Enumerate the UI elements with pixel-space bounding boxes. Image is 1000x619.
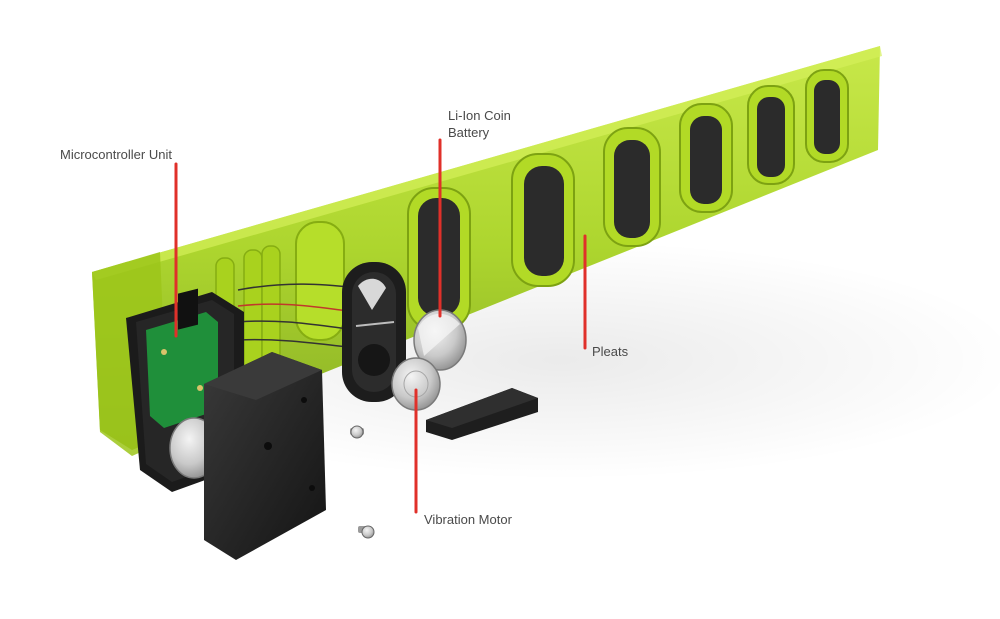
pleat <box>603 127 661 247</box>
label-vibration-motor: Vibration Motor <box>424 512 512 527</box>
front-cover <box>204 352 326 560</box>
label-microcontroller-unit: Microcontroller Unit <box>60 147 172 162</box>
label-li-ion-coin-battery: Li-Ion Coin Battery <box>448 107 511 141</box>
pleat <box>747 85 795 185</box>
pleat <box>511 153 575 287</box>
label-pleats: Pleats <box>592 344 629 359</box>
screw <box>358 525 375 539</box>
pleat <box>805 69 849 163</box>
battery-holder <box>342 262 406 402</box>
screw <box>350 425 364 439</box>
pleat <box>295 221 345 341</box>
pleat <box>679 103 733 213</box>
black-pad <box>426 388 538 440</box>
leader-lines <box>174 138 587 514</box>
label-battery-line-2: Battery <box>448 125 490 140</box>
label-battery-line-1: Li-Ion Coin <box>448 108 511 123</box>
mcu-pcb <box>146 288 218 428</box>
